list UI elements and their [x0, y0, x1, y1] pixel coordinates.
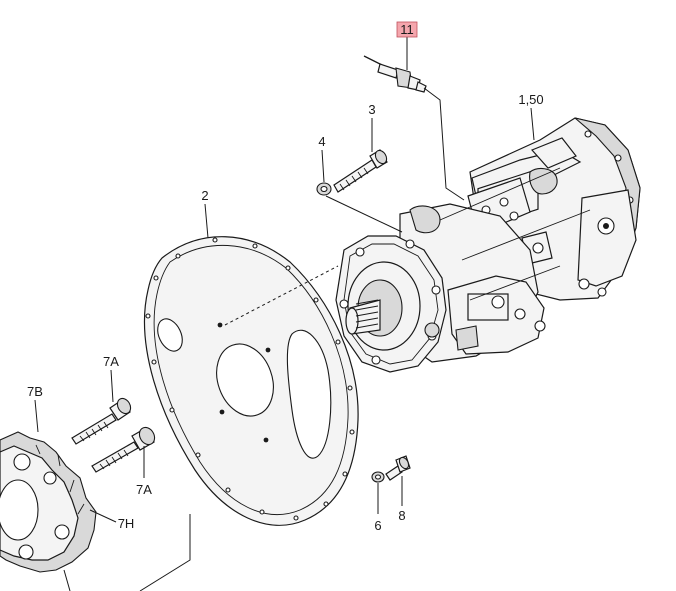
callout-7a-upper[interactable]: 7A — [103, 354, 119, 369]
bolt-7a-lower[interactable] — [91, 425, 158, 473]
flywheel-slot — [286, 329, 332, 459]
washer-4-part[interactable] — [316, 182, 332, 196]
flywheel-plate-part[interactable] — [143, 236, 359, 526]
coupling-part[interactable] — [0, 431, 97, 573]
callout-11[interactable]: 11 — [396, 21, 418, 38]
callout-11-highlight — [396, 21, 418, 38]
bolt-8-part[interactable] — [385, 455, 411, 481]
washer-6-part[interactable] — [371, 471, 385, 483]
callout-7b[interactable]: 7B — [27, 384, 43, 399]
callout-1-50[interactable]: 1,50 — [518, 92, 543, 107]
callout-7h[interactable]: 7H — [118, 516, 135, 531]
flywheel-center-bore — [216, 343, 274, 417]
leader-lines — [34, 36, 535, 591]
callout-6[interactable]: 6 — [374, 518, 381, 533]
callout-11-label: 11 — [400, 22, 414, 37]
callout-3[interactable]: 3 — [368, 102, 375, 117]
flywheel-rim-holes — [145, 237, 355, 521]
callout-2[interactable]: 2 — [201, 188, 208, 203]
sensor-11-part[interactable] — [363, 55, 427, 93]
callout-4[interactable]: 4 — [318, 134, 325, 149]
callout-8[interactable]: 8 — [398, 508, 405, 523]
bolt-3-part[interactable] — [333, 148, 389, 193]
bolt-7a-upper[interactable] — [71, 396, 133, 445]
callout-7a-lower[interactable]: 7A — [136, 482, 152, 497]
flywheel-small-window — [157, 318, 183, 352]
hydraulic-pump-assembly[interactable] — [335, 117, 641, 373]
